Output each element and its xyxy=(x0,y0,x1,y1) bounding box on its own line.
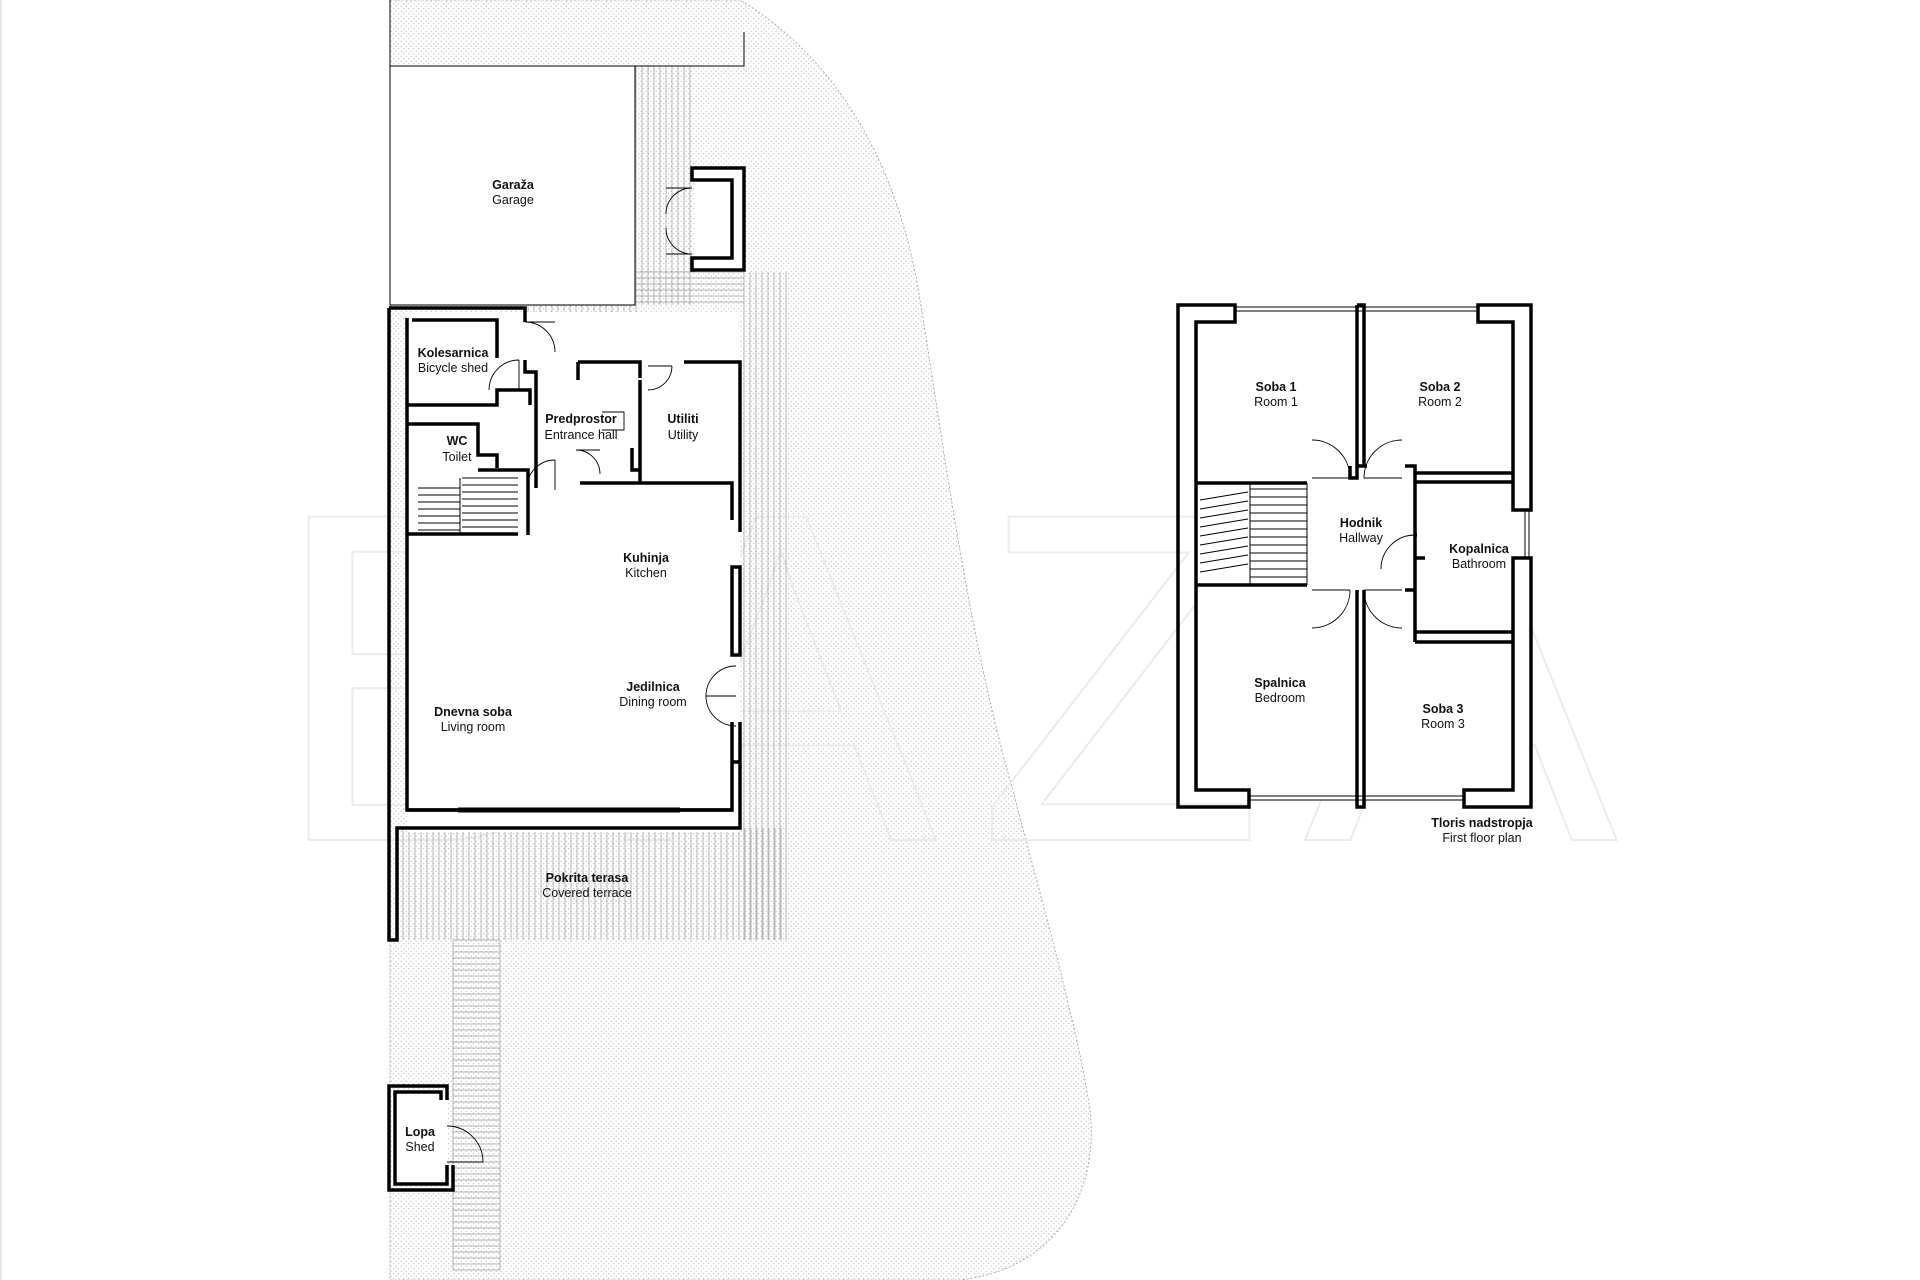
room-label-living-room: Dnevna soba Living room xyxy=(434,705,513,734)
svg-text:Soba 2: Soba 2 xyxy=(1420,380,1461,394)
ground-floor-walls xyxy=(387,306,742,942)
svg-text:Bedroom: Bedroom xyxy=(1255,691,1306,705)
svg-text:Kolesarnica: Kolesarnica xyxy=(418,346,490,360)
svg-text:Toilet: Toilet xyxy=(442,450,472,464)
room-label-bedroom: Spalnica Bedroom xyxy=(1254,676,1306,705)
svg-text:Garaža: Garaža xyxy=(492,178,535,192)
stair-tread xyxy=(1199,563,1249,573)
svg-text:Room 2: Room 2 xyxy=(1418,395,1462,409)
room-label-room-1: Soba 1 Room 1 xyxy=(1254,380,1298,409)
room-label-shed: Lopa Shed xyxy=(405,1125,436,1154)
shed-walls xyxy=(387,1084,455,1192)
room-label-dining-room: Jedilnica Dining room xyxy=(619,680,686,709)
room-label-covered-terrace: Pokrita terasa Covered terrace xyxy=(542,871,632,900)
room-label-garage: Garaža Garage xyxy=(492,178,535,207)
svg-text:Shed: Shed xyxy=(405,1140,434,1154)
stair-tread xyxy=(1199,536,1249,546)
deck-path xyxy=(452,939,501,1271)
svg-text:Entrance hall: Entrance hall xyxy=(545,428,618,442)
stair-tread xyxy=(1199,509,1249,519)
room-label-hallway: Hodnik Hallway xyxy=(1339,516,1384,545)
svg-text:Kitchen: Kitchen xyxy=(625,566,667,580)
garage-side-storage xyxy=(690,166,746,272)
svg-text:Lopa: Lopa xyxy=(405,1125,436,1139)
first-floor-doors xyxy=(1311,439,1416,629)
svg-text:Jedilnica: Jedilnica xyxy=(626,680,681,694)
svg-text:Soba 3: Soba 3 xyxy=(1423,702,1464,716)
svg-text:Dining room: Dining room xyxy=(619,695,686,709)
living-window xyxy=(458,807,680,813)
svg-text:First floor plan: First floor plan xyxy=(1442,831,1521,845)
svg-text:Garage: Garage xyxy=(492,193,534,207)
first-floor-windows xyxy=(1235,306,1530,801)
room-label-utility: Utiliti Utility xyxy=(667,412,699,442)
first-floor-stairs xyxy=(1199,483,1308,585)
svg-text:Spalnica: Spalnica xyxy=(1254,676,1306,690)
room-label-bathroom: Kopalnica Bathroom xyxy=(1449,542,1510,571)
room-label-toilet: WC Toilet xyxy=(442,434,472,464)
svg-text:Bicycle shed: Bicycle shed xyxy=(418,361,488,375)
room-label-entrance-hall: Predprostor Entrance hall xyxy=(545,412,618,442)
svg-text:Kuhinja: Kuhinja xyxy=(623,551,670,565)
svg-text:Living room: Living room xyxy=(441,720,506,734)
svg-text:Room 3: Room 3 xyxy=(1421,717,1465,731)
svg-text:Tloris nadstropja: Tloris nadstropja xyxy=(1431,816,1533,830)
svg-text:Dnevna soba: Dnevna soba xyxy=(434,705,513,719)
svg-text:WC: WC xyxy=(447,434,468,448)
stair-tread xyxy=(1199,518,1249,528)
svg-text:Utility: Utility xyxy=(668,428,699,442)
svg-text:Hallway: Hallway xyxy=(1339,531,1384,545)
svg-text:Utiliti: Utiliti xyxy=(667,412,698,426)
ground-floor-doors xyxy=(488,321,737,727)
svg-text:Bathroom: Bathroom xyxy=(1452,557,1506,571)
room-label-room-2: Soba 2 Room 2 xyxy=(1418,380,1462,409)
room-label-bicycle-shed: Kolesarnica Bicycle shed xyxy=(418,346,490,375)
svg-text:Predprostor: Predprostor xyxy=(545,412,617,426)
room-label-kitchen: Kuhinja Kitchen xyxy=(623,551,670,580)
stair-tread xyxy=(1199,527,1249,537)
svg-text:Room 1: Room 1 xyxy=(1254,395,1298,409)
room-label-room-3: Soba 3 Room 3 xyxy=(1421,702,1465,731)
svg-text:Covered terrace: Covered terrace xyxy=(542,886,632,900)
ground-floor-stairs xyxy=(418,477,518,534)
storage-door-swing xyxy=(665,187,693,255)
svg-text:Soba 1: Soba 1 xyxy=(1256,380,1297,394)
stair-tread xyxy=(1199,500,1249,510)
stair-tread xyxy=(1199,491,1249,501)
svg-text:Hodnik: Hodnik xyxy=(1340,516,1382,530)
svg-text:Kopalnica: Kopalnica xyxy=(1449,542,1510,556)
svg-text:Pokrita terasa: Pokrita terasa xyxy=(546,871,630,885)
deck-main xyxy=(396,66,787,940)
stair-tread xyxy=(1199,545,1249,555)
stair-tread xyxy=(1199,554,1249,564)
first-floor-plan-title: Tloris nadstropja First floor plan xyxy=(1431,816,1533,845)
